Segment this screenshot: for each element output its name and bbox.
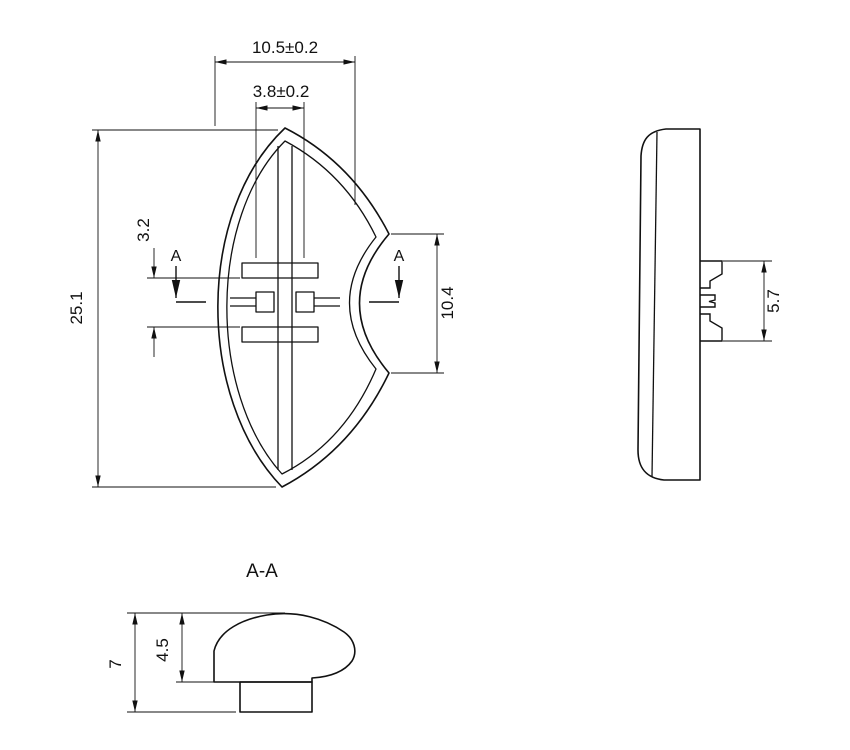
clip-lower-hook: [700, 313, 723, 342]
section-marker-right-label: A: [394, 248, 405, 265]
section-title: A-A: [246, 561, 278, 582]
dim-rib-width-label: 3.8±0.2: [253, 82, 310, 101]
dim-total-height: 7: [106, 612, 285, 713]
section-marker-left-label: A: [171, 248, 182, 265]
side-view: 5.7: [637, 128, 783, 481]
dim-slot-gap: 3.2: [134, 218, 240, 357]
clip-middle-tab: [700, 294, 716, 308]
hub-left-block: [255, 291, 275, 313]
front-view: 10.5±0.2 3.8±0.2 25.1 3.2: [67, 38, 457, 488]
dim-clip-span-label: 5.7: [764, 289, 783, 313]
dim-clip-span: 5.7: [723, 260, 783, 342]
section-cap-hatched: [213, 612, 356, 683]
dim-cap-depth-label: 4.5: [153, 638, 172, 662]
dim-rib-width: 3.8±0.2: [253, 82, 310, 258]
cross-bar-bottom: [241, 326, 319, 343]
side-face-tangent-line: [651, 131, 658, 478]
clip-upper-hook: [700, 260, 723, 289]
section-cut-marks: A A: [171, 248, 405, 303]
dim-overall-height: 25.1: [67, 129, 278, 488]
dim-overall-width-label: 10.5±0.2: [252, 38, 318, 57]
front-inner-outline: [226, 140, 377, 475]
hub-right-block: [295, 291, 315, 313]
dim-overall-width: 10.5±0.2: [214, 38, 356, 205]
cross-bar-top: [241, 262, 319, 279]
dim-slot-gap-label: 3.2: [134, 218, 153, 242]
dim-notch-span-label: 10.4: [438, 286, 457, 319]
section-view: A-A 7 4.5: [106, 561, 356, 713]
front-outer-outline: [217, 127, 390, 488]
dim-total-height-label: 7: [106, 659, 125, 668]
dim-cap-depth: 4.5: [153, 613, 214, 683]
dim-overall-height-label: 25.1: [67, 291, 86, 324]
side-body-outline: [637, 128, 701, 481]
dim-notch-span: 10.4: [391, 233, 457, 374]
section-stem: [239, 681, 313, 713]
